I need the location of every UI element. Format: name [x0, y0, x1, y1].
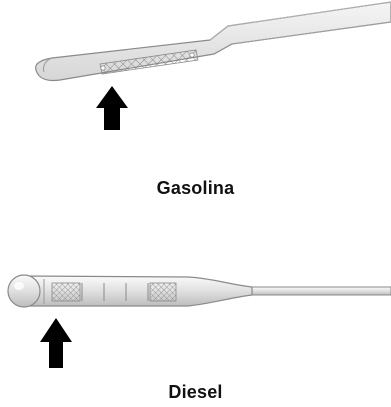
arrow-up-icon	[96, 86, 128, 130]
arrow-up-icon	[40, 318, 72, 368]
gasoline-label: Gasolina	[0, 178, 391, 199]
gasoline-illustration	[0, 0, 391, 140]
diesel-dipstick-icon	[8, 275, 391, 307]
diesel-label: Diesel	[0, 382, 391, 403]
diesel-illustration	[0, 250, 391, 370]
gasoline-dipstick-icon	[36, 2, 391, 81]
